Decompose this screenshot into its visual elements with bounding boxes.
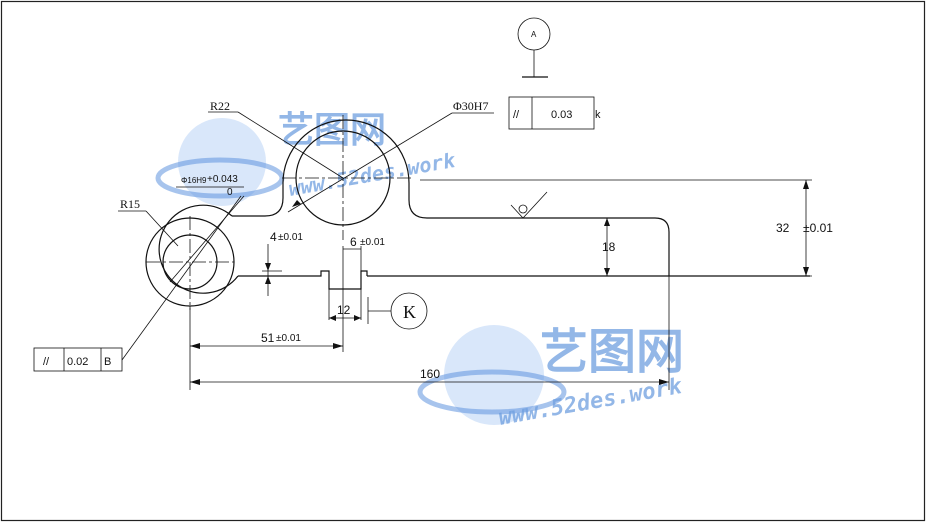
svg-text:0: 0 [227, 187, 233, 198]
watermark-title: 艺图网 [540, 324, 684, 380]
svg-text:32: 32 [776, 221, 790, 235]
watermark-bottom: 艺图网 www.52des.work [417, 324, 684, 431]
leader-r22: R22 [208, 99, 344, 179]
svg-text://: // [513, 109, 520, 121]
dim-4: 4 ±0.01 [262, 230, 303, 296]
svg-text:±0.01: ±0.01 [276, 333, 301, 344]
svg-text:6: 6 [350, 235, 357, 249]
svg-text://: // [43, 356, 50, 368]
svg-text:±0.01: ±0.01 [360, 237, 385, 248]
dim-18: 18 [602, 218, 616, 276]
svg-text:18: 18 [602, 240, 616, 254]
svg-text:±0.01: ±0.01 [278, 232, 303, 243]
svg-text:0.02: 0.02 [67, 356, 88, 368]
datum-a: A [517, 17, 551, 78]
svg-text:Φ16H9: Φ16H9 [181, 176, 207, 185]
dim-32: 32 ±0.01 [776, 180, 833, 276]
watermark-url: www.52des.work [287, 148, 458, 201]
view-k-marker: K [367, 292, 428, 330]
svg-text:+0.043: +0.043 [207, 174, 238, 185]
svg-text:Φ30H7: Φ30H7 [453, 99, 488, 113]
tolerance-frame-left: // 0.02 B [33, 195, 242, 372]
svg-text:R15: R15 [120, 197, 140, 211]
watermark-globe-icon [444, 325, 544, 425]
leader-phi30: Φ30H7 [287, 99, 494, 213]
svg-text:160: 160 [420, 367, 440, 381]
svg-text:0.03: 0.03 [551, 109, 572, 121]
leader-phi16: Φ16H9 +0.043 0 [169, 174, 245, 283]
svg-text:B: B [104, 356, 111, 368]
svg-text:12: 12 [337, 303, 351, 317]
dim-6: 6 ±0.01 [343, 235, 385, 250]
svg-text:R22: R22 [210, 99, 230, 113]
dim-12: 12 [329, 303, 361, 321]
svg-text:k: k [595, 109, 601, 121]
svg-text:51: 51 [261, 331, 275, 345]
tolerance-frame-top: // 0.03 k [508, 96, 601, 130]
dim-160: 160 [190, 367, 669, 385]
leader-r15: R15 [118, 197, 179, 247]
svg-text:A: A [531, 30, 537, 39]
svg-text:K: K [403, 302, 416, 322]
surface-finish-symbol [510, 191, 548, 219]
svg-text:4: 4 [270, 230, 277, 244]
watermark-top: 艺图网 www.52des.work [155, 110, 458, 206]
dim-51: 51 ±0.01 [190, 331, 343, 349]
watermark-title: 艺图网 [278, 110, 386, 151]
svg-text:±0.01: ±0.01 [803, 221, 833, 235]
watermark-swoosh [417, 369, 567, 415]
